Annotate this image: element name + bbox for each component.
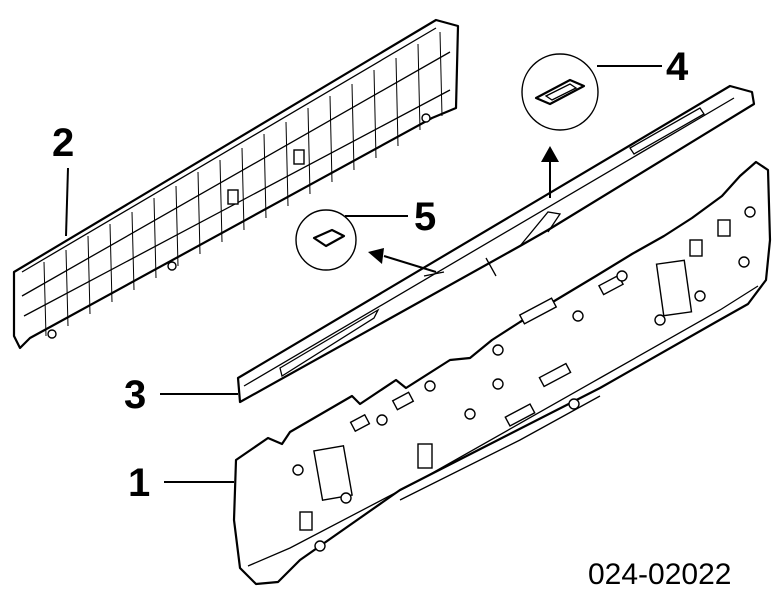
callout-1: 1 — [128, 461, 150, 505]
part-4-clip-detail — [521, 53, 662, 198]
part-2-trim-panel — [12, 18, 460, 350]
callout-2: 2 — [52, 121, 74, 165]
plug-5-icon — [312, 228, 346, 248]
arrow-up-icon — [541, 146, 559, 162]
callout-4: 4 — [666, 45, 689, 89]
callout-5: 5 — [414, 195, 436, 239]
callout-3: 3 — [124, 373, 146, 417]
panel-holes — [292, 206, 756, 552]
arrow-left-icon — [368, 248, 384, 264]
leader-line-2 — [65, 167, 69, 237]
reference-number: 024-02022 — [588, 558, 731, 591]
part-3-strip — [236, 84, 756, 404]
panel-grid-lines — [43, 31, 443, 337]
part-1-door-panel — [232, 160, 772, 586]
part-5-plug-detail — [295, 209, 437, 273]
